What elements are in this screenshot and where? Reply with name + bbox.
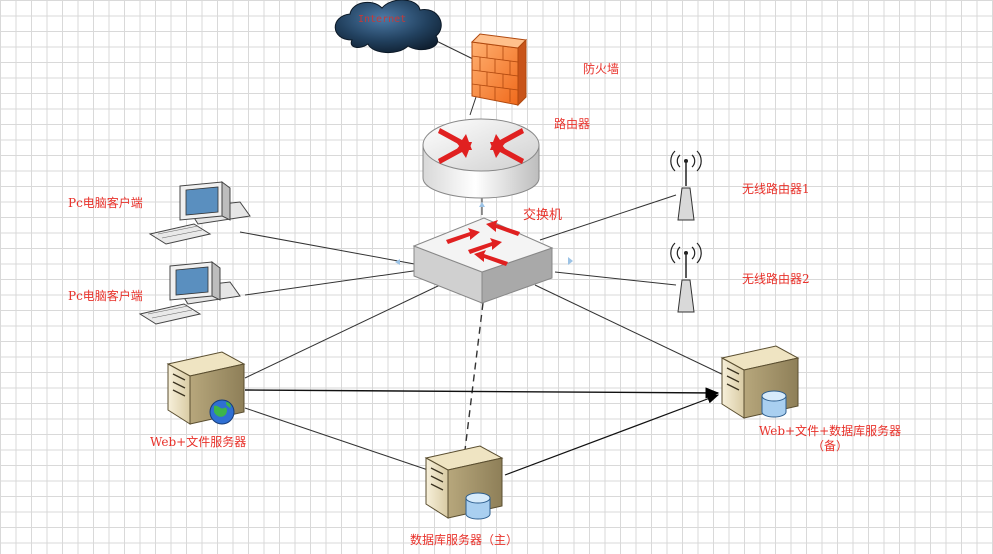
- web-file-server-icon: [166, 351, 246, 425]
- router-label: 路由器: [554, 117, 591, 131]
- port-marker-left: [395, 259, 400, 265]
- wireless1-label: 无线路由器1: [742, 182, 810, 196]
- switch-port-markers: [395, 202, 573, 265]
- wireless-router-icon-2: [670, 242, 702, 313]
- switch-icon: [412, 217, 554, 304]
- web-file-server-label: Web+文件服务器: [150, 435, 247, 449]
- internet-cloud-icon: [334, 0, 442, 53]
- pc2-label: Pc电脑客户端: [68, 289, 143, 303]
- switch-label: 交换机: [523, 208, 563, 223]
- pc1-label: Pc电脑客户端: [68, 196, 143, 210]
- link-switch-dbserver: [464, 302, 484, 451]
- internet-label: Internet: [358, 14, 407, 25]
- database-cylinder-icon: [465, 492, 491, 520]
- wireless2-label: 无线路由器2: [742, 272, 810, 286]
- link-switch-wireless1: [539, 194, 677, 241]
- link-webserver-dbserver: [244, 407, 429, 471]
- pc-client-icon-1: [148, 181, 251, 245]
- link-switch-webserver: [244, 284, 441, 379]
- port-marker-right: [568, 257, 573, 265]
- link-switch-backupserver: [534, 284, 731, 379]
- db-server-main-label: 数据库服务器（主）: [410, 533, 519, 547]
- wireless-router-icon-1: [670, 150, 702, 221]
- firewall-label: 防火墙: [583, 62, 620, 76]
- port-marker-top: [479, 202, 485, 207]
- link-dbserver-backupserver: [504, 394, 720, 476]
- link-pc1-switch: [239, 231, 421, 266]
- backup-server-icon: [720, 345, 800, 419]
- db-server-main-icon: [424, 445, 504, 520]
- router-icon: [422, 118, 540, 199]
- backup-server-label: Web+文件+数据库服务器（备）: [758, 424, 902, 453]
- pc-client-icon-2: [138, 261, 241, 325]
- firewall-icon: [470, 33, 528, 107]
- link-switch-wireless2: [554, 271, 677, 286]
- link-pc2-switch: [244, 269, 421, 296]
- database-cylinder-icon: [761, 390, 787, 418]
- link-webserver-backupserver: [244, 387, 720, 399]
- connection-lines: [239, 27, 731, 476]
